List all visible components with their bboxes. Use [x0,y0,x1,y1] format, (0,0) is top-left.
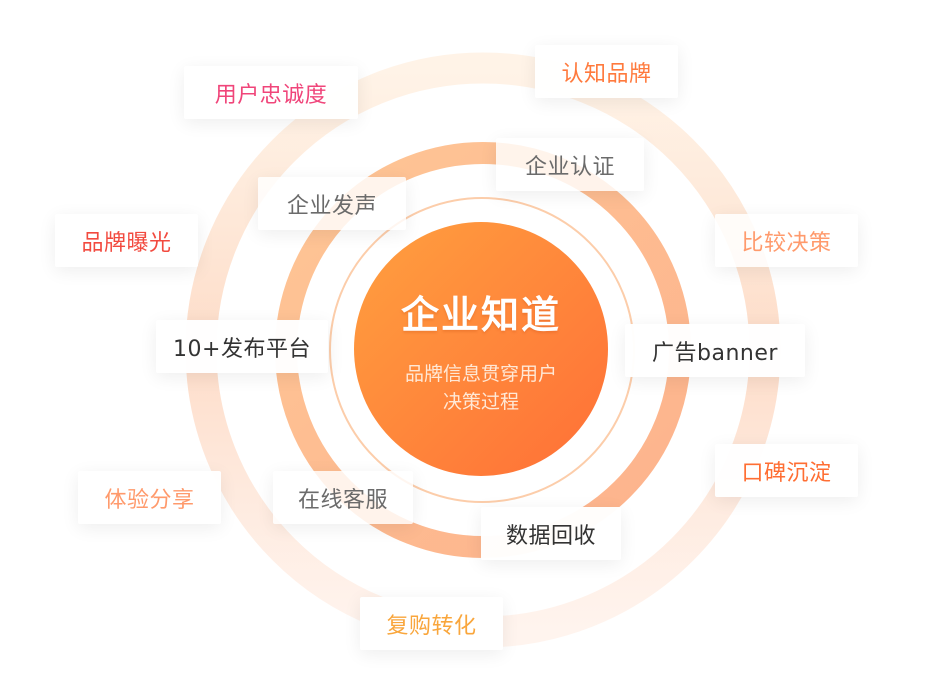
label-ad-banner: 广告banner [625,324,805,377]
center-title: 企业知道 [400,293,561,337]
center-subtitle-line1: 品牌信息贯穿用户 [404,363,557,385]
label-repurchase: 复购转化 [360,597,503,650]
label-brand-awareness: 认知品牌 [535,45,678,98]
label-compare-decide: 比较决策 [715,214,858,267]
center-circle [354,222,608,476]
label-online-service: 在线客服 [273,471,413,524]
label-brand-exposure: 品牌曝光 [55,214,198,267]
center-subtitle: 品牌信息贯穿用户 决策过程 [356,360,606,416]
label-data-recovery: 数据回收 [481,507,621,560]
label-word-of-mouth: 口碑沉淀 [715,444,858,497]
label-enterprise-voice: 企业发声 [258,177,406,230]
label-user-loyalty: 用户忠诚度 [184,66,358,119]
center-subtitle-line2: 决策过程 [442,391,519,413]
label-enterprise-cert: 企业认证 [496,138,644,191]
label-publish-platforms: 10+发布平台 [156,320,328,373]
label-experience-share: 体验分享 [78,471,221,524]
